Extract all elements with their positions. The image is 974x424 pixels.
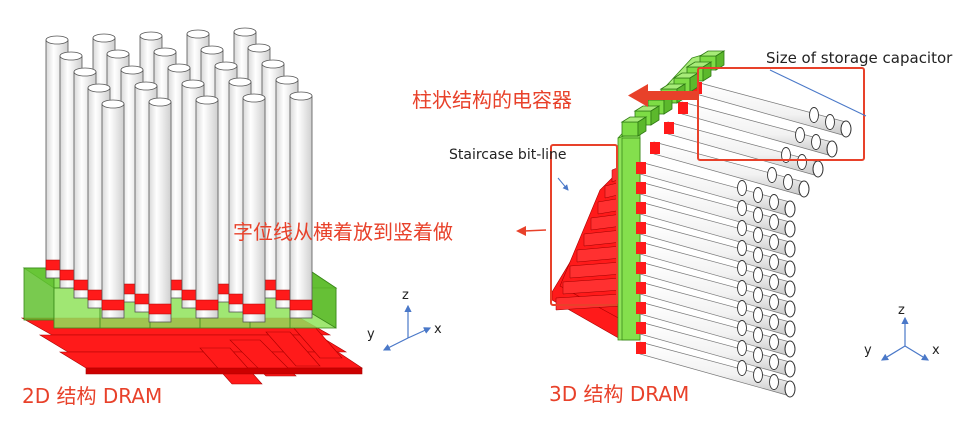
tube-end [825, 114, 835, 130]
axis-2d-z: z [402, 288, 409, 303]
tube-end [753, 247, 763, 263]
capacitor-tube [664, 121, 824, 178]
tube-end [811, 134, 821, 150]
tube-end [769, 234, 779, 250]
capacitor-highlight-box [697, 67, 865, 161]
axis-3d-x: x [932, 343, 940, 358]
tube-end [769, 254, 779, 270]
caption-2d-dram: 2D 结构 DRAM [22, 384, 163, 408]
wordline-note: 字位线从横着放到竖着做 [233, 220, 453, 244]
capacitor-tube [636, 241, 796, 298]
transistor-cube [633, 105, 661, 126]
tube-end [753, 367, 763, 383]
tube-end [737, 260, 747, 276]
tube-end [781, 147, 791, 163]
caption-3d-dram: 3D 结构 DRAM [549, 382, 690, 406]
axis-2d [382, 304, 432, 351]
tube-end [737, 280, 747, 296]
capacitor-size-line [769, 69, 867, 117]
wordlines-2d [20, 317, 363, 385]
tube-end [737, 320, 747, 336]
tube-end [769, 374, 779, 390]
tube-end [767, 167, 777, 183]
tube-end [753, 227, 763, 243]
tube-end [769, 194, 779, 210]
capacitor-arrow [628, 84, 698, 107]
staircase-highlight-box [550, 144, 618, 306]
tube-end [769, 214, 779, 230]
tube-end [737, 300, 747, 316]
tube-end [753, 267, 763, 283]
tube-end [753, 287, 763, 303]
tube-end [737, 360, 747, 376]
dram-2d-structure [20, 27, 363, 385]
axis-3d [880, 316, 930, 361]
tube-end [753, 307, 763, 323]
axis-3d-y: y [864, 343, 872, 358]
capacitor-pillar [242, 93, 266, 323]
tube-end [753, 207, 763, 223]
tube-end [769, 314, 779, 330]
tube-end [769, 334, 779, 350]
axis-2d-y: y [367, 327, 375, 342]
tube-end [797, 154, 807, 170]
tube-end [753, 327, 763, 343]
capacitor-pillars-2d [45, 27, 313, 323]
staircase-label: Staircase bit-line [449, 147, 567, 163]
tube-end [753, 187, 763, 203]
capacitor-tubes-3d [636, 81, 852, 398]
capacitor-pillar [148, 97, 172, 323]
staircase-pointer [557, 177, 569, 191]
tube-end [795, 127, 805, 143]
capacitor-tube [650, 141, 810, 198]
capacitor-pillar [289, 91, 313, 319]
transistor-cube [620, 116, 648, 137]
tube-end [737, 340, 747, 356]
wordline-arrow [516, 226, 547, 236]
tube-end [783, 174, 793, 190]
capacitor-note: 柱状结构的电容器 [412, 88, 572, 112]
axis-2d-x: x [434, 322, 442, 337]
tube-end [769, 274, 779, 290]
tube-end [737, 180, 747, 196]
capacitor-tube [678, 101, 838, 158]
tube-end [753, 347, 763, 363]
tube-end [769, 354, 779, 370]
capacitor-size-label: Size of storage capacitor [766, 49, 953, 67]
tube-end [769, 294, 779, 310]
capacitor-pillar [101, 99, 125, 319]
capacitor-pillar [195, 95, 219, 319]
transistor-cube [672, 72, 700, 93]
tube-end [737, 200, 747, 216]
tube-end [737, 240, 747, 256]
tube-end [737, 220, 747, 236]
dram-3d-structure [551, 50, 852, 398]
tube-end [809, 107, 819, 123]
axis-3d-z: z [898, 303, 905, 318]
